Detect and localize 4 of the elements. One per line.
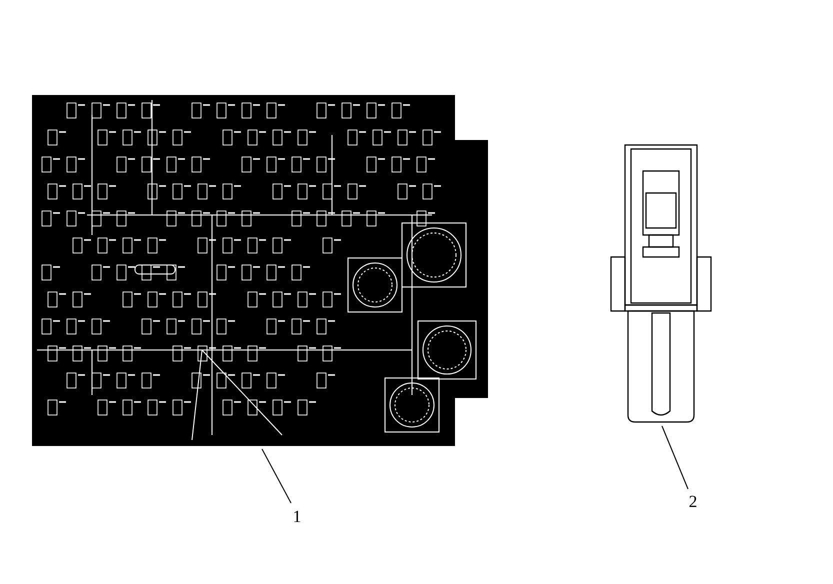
leader-line [662,426,688,490]
leader-line [262,448,292,504]
callout-number: 2 [683,492,703,512]
callout-number: 1 [287,507,307,527]
